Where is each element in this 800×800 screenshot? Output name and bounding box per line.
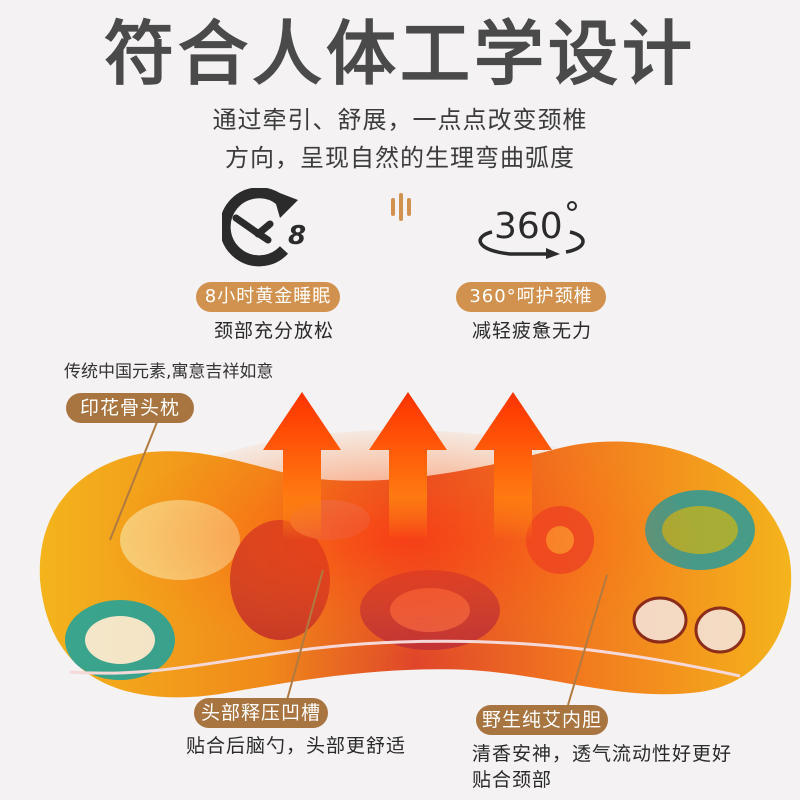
svg-text:360: 360: [494, 206, 563, 247]
subtitle-line-1: 通过牵引、舒展，一点点改变颈椎: [212, 106, 588, 134]
rotate-360-icon: 360: [470, 196, 594, 260]
feature-caption-sleep: 颈部充分放松: [213, 320, 334, 342]
feature-badge-360: 360°呵护颈椎: [456, 282, 606, 312]
callout-desc-head-groove: 贴合后脑勺，头部更舒适: [186, 735, 407, 757]
callout-desc-mugwort-line-1: 清香安神，透气流动性好更好: [472, 743, 733, 765]
intro-note: 传统中国元素,寓意吉祥如意: [64, 362, 274, 382]
svg-text:8: 8: [288, 221, 306, 251]
callout-label-printed-pillow: 印花骨头枕: [66, 393, 194, 423]
callout-label-head-groove: 头部释压凹槽: [194, 698, 328, 728]
feature-badge-sleep: 8小时黄金睡眠: [196, 282, 340, 312]
feature-caption-360: 减轻疲惫无力: [471, 320, 592, 342]
callout-desc-mugwort-line-2: 贴合颈部: [472, 769, 553, 791]
subtitle-line-2: 方向，呈现自然的生理弯曲弧度: [225, 144, 575, 172]
page-headline: 符合人体工学设计: [104, 12, 696, 95]
heat-arrows: [263, 392, 552, 540]
callout-label-mugwort-core: 野生纯艾内胆: [476, 705, 608, 735]
divider-bars-icon: [388, 192, 414, 222]
clock-8-hours-icon: 8: [222, 188, 318, 268]
pillow-illustration: [0, 380, 800, 710]
